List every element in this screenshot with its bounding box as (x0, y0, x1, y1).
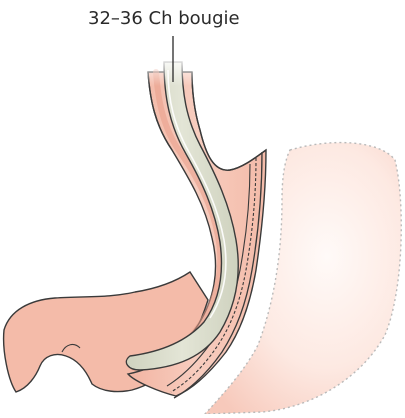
bougie-label: 32–36 Ch bougie (88, 8, 288, 29)
top-fade (140, 56, 200, 86)
